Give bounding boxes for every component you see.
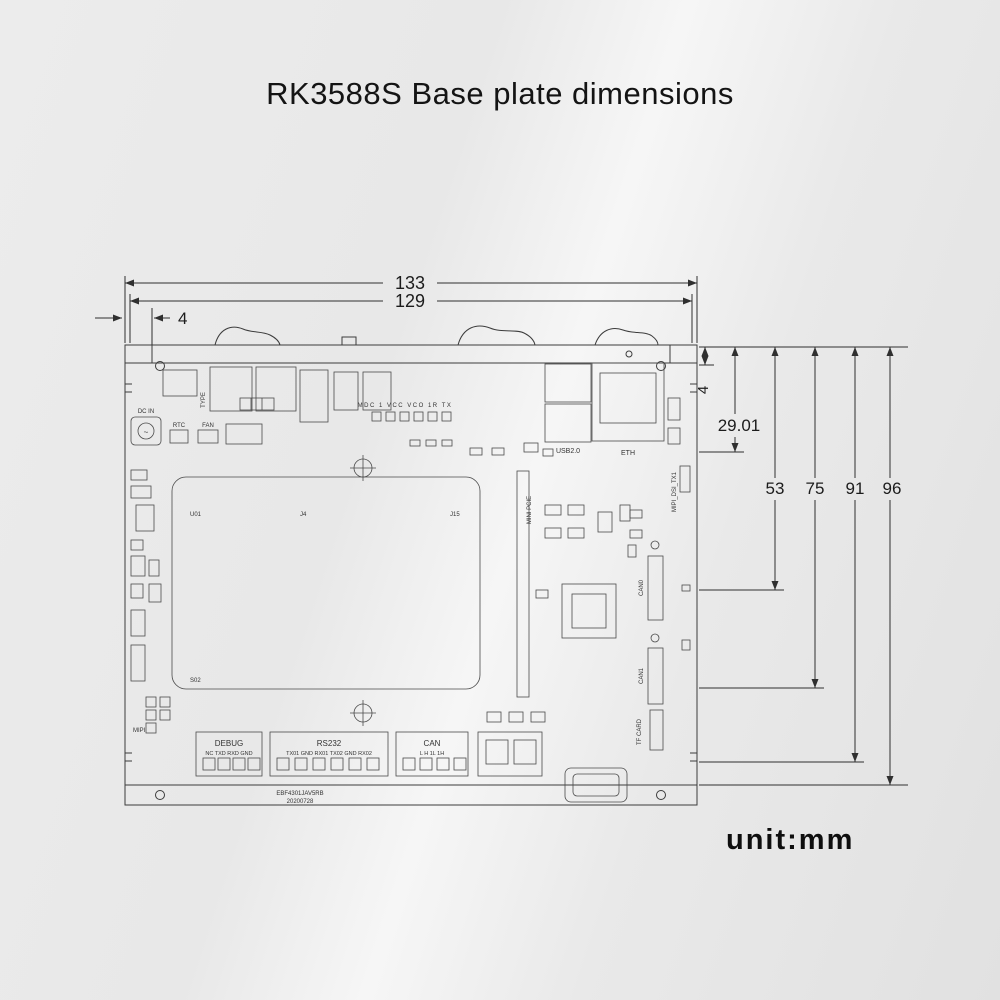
type-c-label: TYPE: [201, 392, 207, 408]
sim-slot: [564, 767, 628, 803]
dc-jack: [130, 416, 162, 446]
dim-depth-5: 96: [883, 479, 902, 498]
dim-depth-3: 75: [806, 479, 825, 498]
mount-hole: [656, 790, 666, 800]
board-outline: [124, 325, 698, 806]
dimension-lines: [95, 276, 908, 786]
eth-label: ETH: [621, 450, 635, 457]
usb-label: USB2.0: [556, 448, 580, 455]
dim-depth-4: 91: [846, 479, 865, 498]
serial-line2: 20200728: [287, 799, 314, 805]
fiducial-mark: [350, 700, 376, 726]
chip: [561, 583, 617, 639]
fan-label: FAN: [202, 423, 214, 429]
dimension-labels: 133 129 4 4 29.01 53 75 91 96: [178, 273, 901, 498]
rs232-label: RS232: [317, 739, 342, 748]
dim-right-offset: 4: [695, 386, 712, 394]
dim-width-inner: 129: [395, 291, 425, 311]
connector-bump-small: [341, 336, 357, 345]
rs232-pins-label: TX01 GND RX01 TX02 GND RX02: [286, 751, 372, 757]
can-label: CAN: [424, 739, 441, 748]
connector-bump: [214, 326, 281, 346]
type-c-port: [162, 369, 198, 397]
tf-card-label: TF CARD: [637, 718, 643, 745]
connector-bump: [457, 325, 536, 346]
can1-connector: [647, 647, 664, 705]
eth-port: [591, 362, 665, 442]
top-header-label: MDC 1 VCC VCO 1R TX: [358, 403, 453, 409]
dim-depth-2: 53: [766, 479, 785, 498]
board-components: [130, 362, 691, 803]
ref-j4: J4: [300, 512, 307, 518]
rs232-connector: [269, 731, 389, 777]
mount-hole: [656, 361, 666, 371]
ref-s02: S02: [190, 678, 201, 684]
board-silkscreen: TYPE DC IN RTC FAN MDC 1 VCC VCO 1R TX U…: [133, 392, 678, 805]
tf-card-slot: [649, 709, 664, 751]
dim-width-outer: 133: [395, 273, 425, 293]
terminal-block: [477, 731, 543, 777]
dim-depth-1: 29.01: [718, 416, 761, 435]
debug-connector: [195, 731, 263, 777]
mount-hole: [155, 790, 165, 800]
ref-j15: J15: [450, 512, 460, 518]
mipi-dsi-label: MIPI_DSI_TX1: [672, 471, 678, 512]
can0-label: CAN0: [639, 579, 645, 596]
page-title: RK3588S Base plate dimensions: [266, 76, 734, 111]
mount-hole: [155, 361, 165, 371]
mount-hole: [625, 350, 633, 358]
serial-line1: EBF4301JAV5RB: [276, 791, 323, 797]
rtc-header: [169, 429, 189, 444]
fan-header: [197, 429, 219, 444]
connector-bump: [594, 328, 659, 346]
som-module: [171, 476, 481, 690]
mini-pcie-label: MINI PCIE: [527, 496, 533, 524]
unit-label: unit:mm: [726, 824, 855, 856]
ref-u01: U01: [190, 512, 202, 518]
mini-pcie-connector: [516, 470, 530, 698]
can-pins-label: L H 1L 1H: [420, 751, 444, 757]
dc-in-label: DC IN: [138, 409, 154, 415]
can0-connector: [647, 555, 664, 621]
can1-label: CAN1: [639, 667, 645, 684]
mipi-label: MIPI: [133, 728, 146, 734]
debug-label: DEBUG: [215, 739, 243, 748]
usb-port: [544, 403, 592, 443]
usb-port: [544, 363, 592, 403]
ac-symbol: ~: [144, 428, 149, 437]
rtc-label: RTC: [173, 423, 186, 429]
dim-left-offset: 4: [178, 309, 187, 328]
debug-pins-label: NC TXD RXD GND: [205, 751, 252, 757]
can-connector: [395, 731, 469, 777]
